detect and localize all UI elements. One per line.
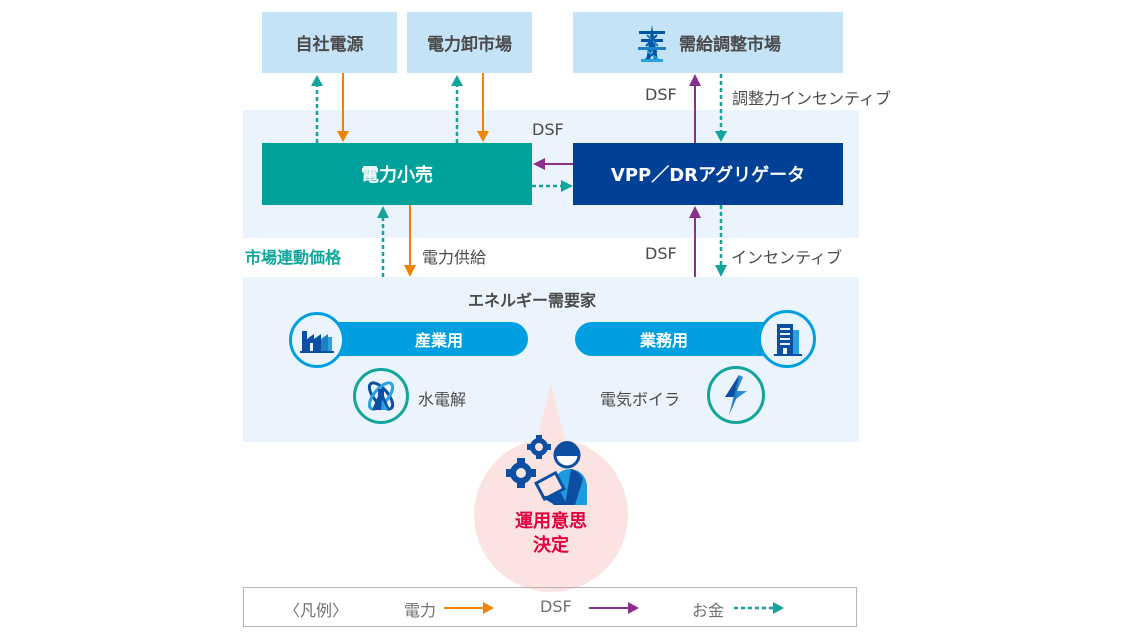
- arrow-incentive-to-consumers: [715, 205, 727, 277]
- dsf-label-bottom: DSF: [645, 244, 677, 263]
- electrolysis-flask-icon: [367, 381, 395, 411]
- legend-power-arrow: [444, 602, 494, 614]
- dsf-label-top: DSF: [645, 85, 677, 104]
- industrial-icon-circle: [289, 312, 345, 368]
- arrow-money-to-wholesale: [451, 75, 463, 143]
- aggregator-box[interactable]: VPP／DRアグリゲータ: [573, 143, 843, 205]
- industrial-pill[interactable]: 産業用: [320, 322, 528, 356]
- electric-boiler-label: 電気ボイラ: [600, 390, 681, 409]
- electric-boiler-icon-circle: [707, 366, 765, 424]
- legend-money-label: お金: [692, 601, 725, 620]
- legend-power-label: 電力: [404, 601, 437, 620]
- arrow-dsf-to-balancing-market: [689, 74, 701, 143]
- decision-line-1: 運用意思: [515, 511, 587, 532]
- power-tower-icon: [638, 24, 666, 62]
- energy-consumers-title: エネルギー需要家: [468, 291, 597, 310]
- arrow-dsf-to-retail: [533, 158, 573, 170]
- power-supply-label: 電力供給: [422, 248, 487, 267]
- engineer-with-gears-icon: [506, 435, 587, 505]
- legend-dsf-label: DSF: [540, 597, 572, 616]
- office-building-icon: [774, 324, 802, 356]
- wholesale-market-label: 電力卸市場: [427, 35, 512, 55]
- arrow-power-from-own-power: [337, 73, 349, 142]
- electrolysis-icon-circle: [353, 368, 409, 424]
- aggregator-label: VPP／DRアグリゲータ: [610, 165, 806, 186]
- balancing-market-box[interactable]: 需給調整市場: [573, 12, 843, 73]
- market-linked-price-label: 市場連動価格: [245, 248, 342, 267]
- industrial-label: 産業用: [414, 331, 463, 350]
- arrow-incentive-from-balancing-market: [715, 74, 727, 142]
- dsf-label-middle: DSF: [532, 120, 564, 139]
- own-power-source-box[interactable]: 自社電源: [262, 12, 397, 73]
- legend-money-arrow: [734, 602, 784, 614]
- lightning-bolt-icon: [725, 375, 747, 415]
- arrow-money-to-retail: [377, 206, 389, 277]
- factory-icon: [300, 331, 334, 353]
- incentive-label: インセンティブ: [731, 248, 843, 267]
- arrow-money-to-own-power: [311, 75, 323, 143]
- power-retail-box[interactable]: 電力小売: [262, 143, 532, 205]
- legend: 〈凡例〉 電力 DSF お金: [243, 587, 857, 627]
- adjustment-incentive-label: 調整力インセンティブ: [732, 89, 892, 108]
- commercial-label: 業務用: [639, 331, 688, 350]
- legend-dsf-arrow: [589, 602, 639, 614]
- balancing-market-label: 需給調整市場: [679, 35, 781, 55]
- arrow-dsf-to-aggregator: [689, 206, 701, 277]
- arrow-money-to-aggregator: [532, 180, 573, 192]
- arrow-power-supply: [404, 205, 416, 277]
- decision-text: 運用意思 決定: [491, 510, 611, 558]
- wholesale-market-box[interactable]: 電力卸市場: [407, 12, 532, 73]
- electrolysis-label: 水電解: [418, 390, 467, 409]
- legend-title: 〈凡例〉: [284, 601, 349, 620]
- commercial-icon-circle: [758, 310, 816, 368]
- decision-line-2: 決定: [533, 535, 569, 556]
- arrow-power-from-wholesale: [477, 73, 489, 142]
- own-power-source-label: 自社電源: [295, 35, 364, 55]
- commercial-pill[interactable]: 業務用: [575, 322, 783, 356]
- power-retail-label: 電力小売: [361, 165, 433, 186]
